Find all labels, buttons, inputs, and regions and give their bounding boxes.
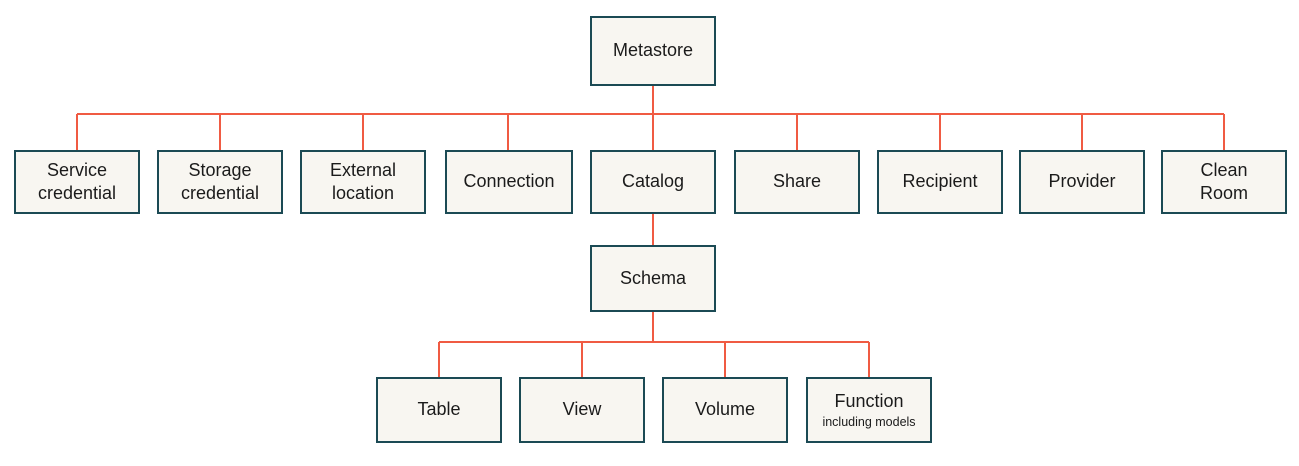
node-external-location: External location bbox=[300, 150, 426, 214]
node-table-label: Table bbox=[417, 399, 461, 420]
node-share-label: Share bbox=[772, 171, 822, 192]
node-storage-credential-label: Storage credential bbox=[180, 159, 260, 203]
node-share: Share bbox=[734, 150, 860, 214]
node-service-credential-label: Service credential bbox=[37, 159, 117, 203]
node-catalog: Catalog bbox=[590, 150, 716, 214]
node-clean-room-label: Clean Room bbox=[1199, 159, 1248, 203]
node-catalog-label: Catalog bbox=[621, 171, 685, 192]
node-clean-room: Clean Room bbox=[1161, 150, 1287, 214]
node-provider-label: Provider bbox=[1048, 171, 1116, 192]
node-schema: Schema bbox=[590, 245, 716, 312]
node-recipient-label: Recipient bbox=[902, 171, 978, 192]
node-external-location-label: External location bbox=[329, 159, 397, 203]
node-schema-label: Schema bbox=[619, 267, 687, 288]
node-connection-label: Connection bbox=[463, 171, 555, 192]
node-view: View bbox=[519, 377, 645, 443]
node-view-label: View bbox=[562, 399, 602, 420]
node-function: Function including models bbox=[806, 377, 932, 443]
node-storage-credential: Storage credential bbox=[157, 150, 283, 214]
node-volume: Volume bbox=[662, 377, 788, 443]
node-function-sublabel: including models bbox=[822, 414, 916, 429]
node-table: Table bbox=[376, 377, 502, 443]
node-connection: Connection bbox=[445, 150, 573, 214]
node-service-credential: Service credential bbox=[14, 150, 140, 214]
node-metastore: Metastore bbox=[590, 16, 716, 86]
node-metastore-label: Metastore bbox=[612, 40, 694, 61]
node-provider: Provider bbox=[1019, 150, 1145, 214]
node-volume-label: Volume bbox=[694, 399, 756, 420]
node-recipient: Recipient bbox=[877, 150, 1003, 214]
node-function-label: Function bbox=[834, 391, 904, 412]
